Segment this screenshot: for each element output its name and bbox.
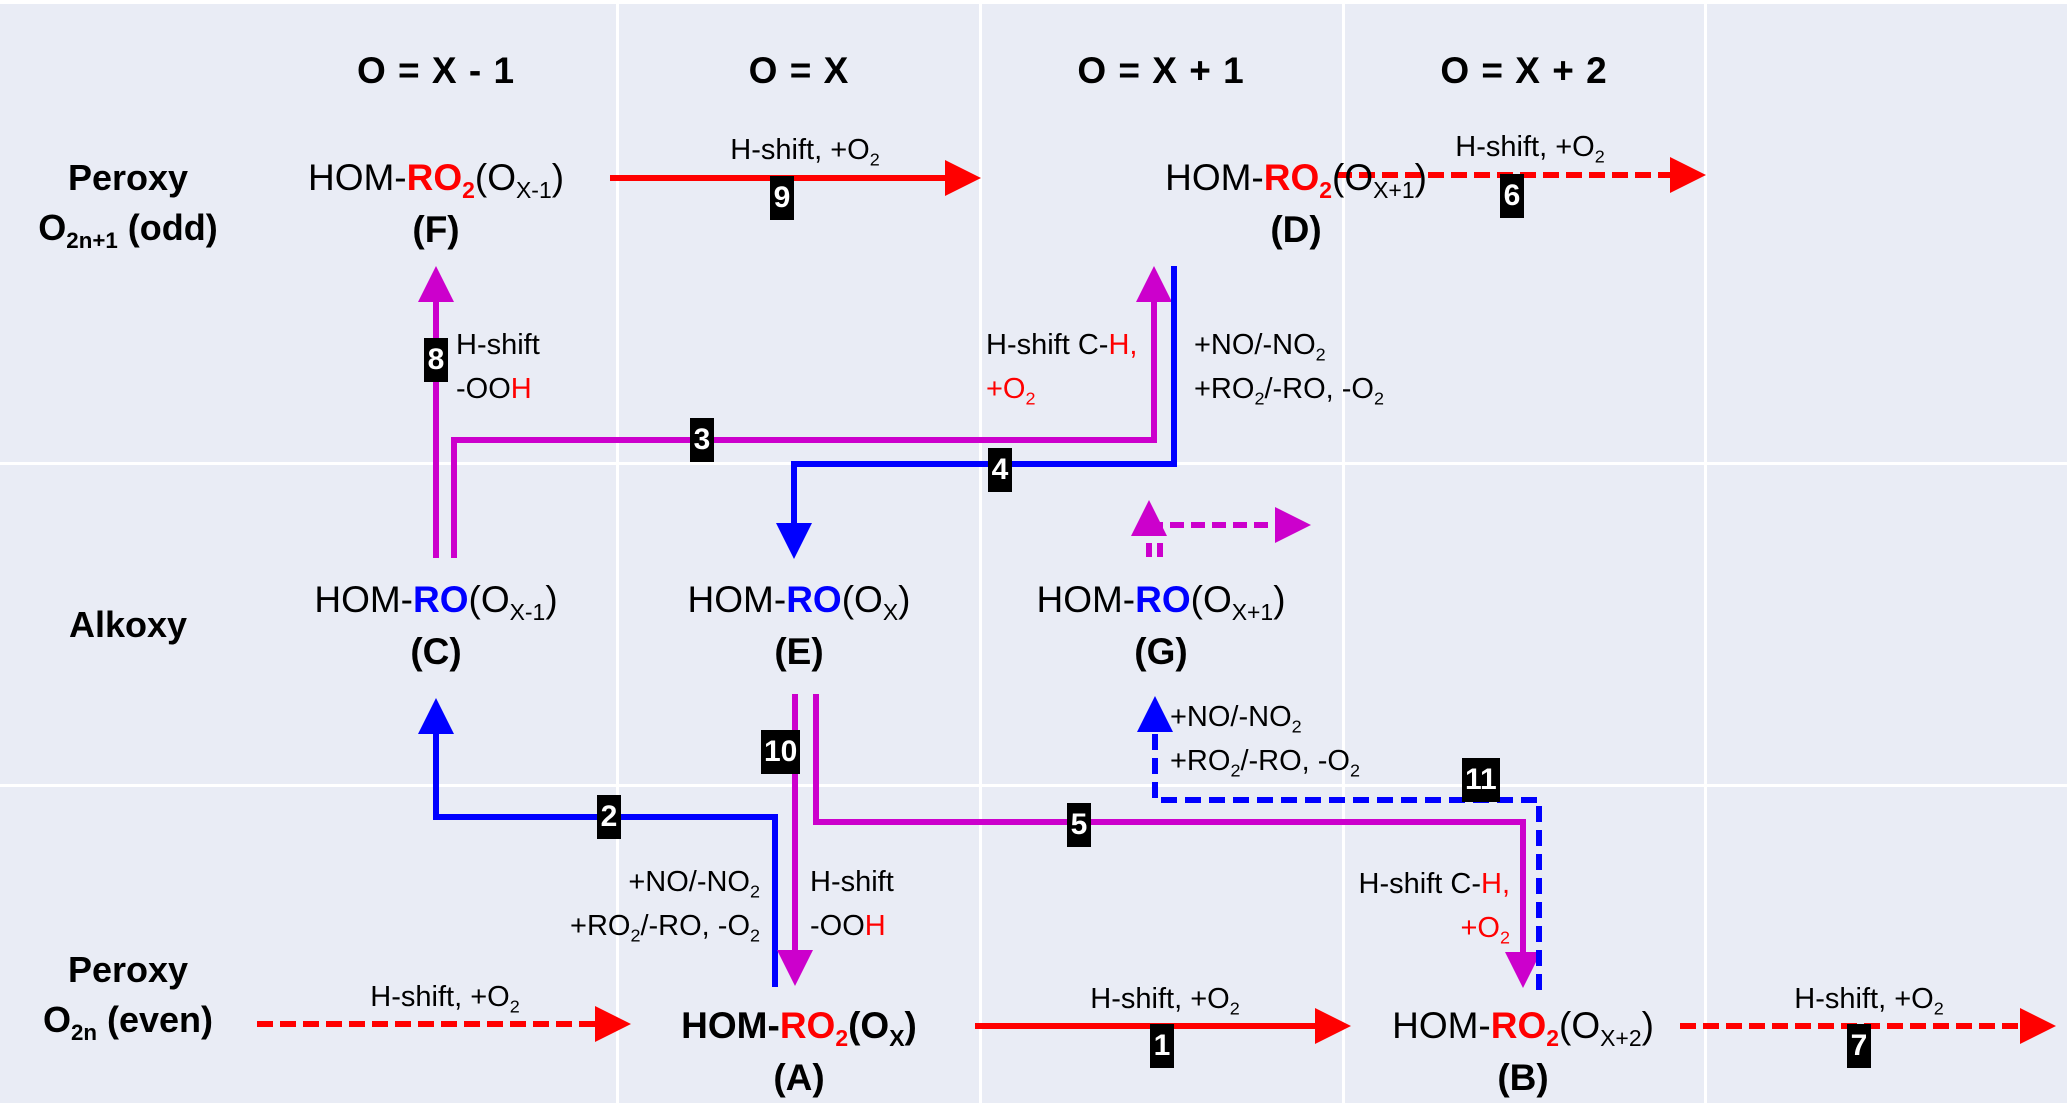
reaction-badge-11: 11 [1462,758,1500,802]
peroxy-group: RO2 [1490,1005,1560,1052]
peroxy-group: RO2 [1263,157,1333,204]
column-header-x-minus-1: O = X - 1 [356,50,516,91]
alkoxy-group: RO [413,579,469,620]
reaction-badge-7: 7 [1847,1024,1871,1068]
condition-label-2: +NO/-NO2 +RO2/-RO, -O2 [570,866,760,946]
reaction-badge-6: 6 [1500,174,1524,218]
species-label: (G) [1134,631,1188,672]
species-label: (D) [1270,209,1322,250]
arrow-g-right-dashed [1157,507,1311,557]
grid-line-horizontal [0,784,2067,787]
column-header-x-plus-1: O = X + 1 [1077,50,1245,91]
column-header-x-plus-2: O = X + 2 [1440,50,1608,91]
condition-label-7: H-shift, +O2 [1794,983,1944,1019]
condition-label-11: +NO/-NO2 +RO2/-RO, -O2 [1170,701,1360,781]
species-label: (F) [412,209,460,250]
reaction-badge-2: 2 [597,795,621,839]
species-f: HOM-RO2(OX-1) (F) [256,152,616,256]
condition-label-into-a: H-shift, +O2 [370,981,520,1017]
species-e: HOM-RO(OX) (E) [619,574,979,678]
condition-label-6: H-shift, +O2 [1455,131,1605,167]
row-header-alkoxy: Alkoxy [8,600,248,650]
arrow-reaction-3 [451,266,1172,558]
row-header-peroxy-even: Peroxy O2n (even) [8,945,248,1045]
species-c: HOM-RO(OX-1) (C) [256,574,616,678]
grid-line-vertical [979,0,982,1107]
condition-label-10: H-shift -OOH [810,866,894,942]
reaction-badge-3: 3 [690,418,714,462]
species-label: (A) [773,1057,825,1098]
species-g: HOM-RO(OX+1) (G) [981,574,1341,678]
species-label: (C) [410,631,462,672]
species-b: HOM-RO2(OX+2) (B) [1343,1000,1703,1104]
species-d: HOM-RO2(OX+1) (D) [1116,152,1476,256]
grid-line-vertical [616,0,619,1107]
species-label: (E) [774,631,824,672]
peroxy-group: RO2 [406,157,475,204]
arrow-reaction-5 [813,694,1541,988]
condition-label-3: H-shift C-H, +O2 [986,329,1138,409]
row-header-subtitle: O2n (even) [42,999,214,1045]
reaction-badge-8: 8 [424,338,448,382]
alkoxy-group: RO [786,579,842,620]
reaction-badge-4: 4 [988,448,1012,492]
grid-border-top [0,0,2067,4]
condition-label-5: H-shift C-H, +O2 [1358,868,1510,948]
reaction-badge-1: 1 [1150,1024,1174,1068]
row-header-subtitle: O2n+1 (odd) [38,207,218,253]
species-a: HOM-RO2(OX) (A) [619,1000,979,1104]
condition-label-4: +NO/-NO2 +RO2/-RO, -O2 [1194,329,1384,409]
grid-line-vertical [1342,0,1345,1107]
arrow-reaction-4 [776,266,1177,559]
peroxy-group: RO2 [779,1005,849,1052]
row-header-title: Peroxy [67,949,189,990]
row-header-title: Alkoxy [68,604,188,645]
grid-border-bottom [0,1103,2067,1107]
row-header-title: Peroxy [67,157,189,198]
reaction-badge-9: 9 [770,176,794,220]
species-label: (B) [1497,1057,1549,1098]
condition-label-1: H-shift, +O2 [1090,983,1240,1019]
column-header-x: O = X [748,50,850,91]
grid-line-vertical [1704,0,1707,1107]
row-header-peroxy-odd: Peroxy O2n+1 (odd) [8,153,248,253]
condition-label-9: H-shift, +O2 [730,134,880,170]
reaction-badge-10: 10 [761,730,801,774]
condition-label-8: H-shift -OOH [456,329,540,405]
alkoxy-group: RO [1135,579,1191,620]
reaction-badge-5: 5 [1067,803,1091,847]
